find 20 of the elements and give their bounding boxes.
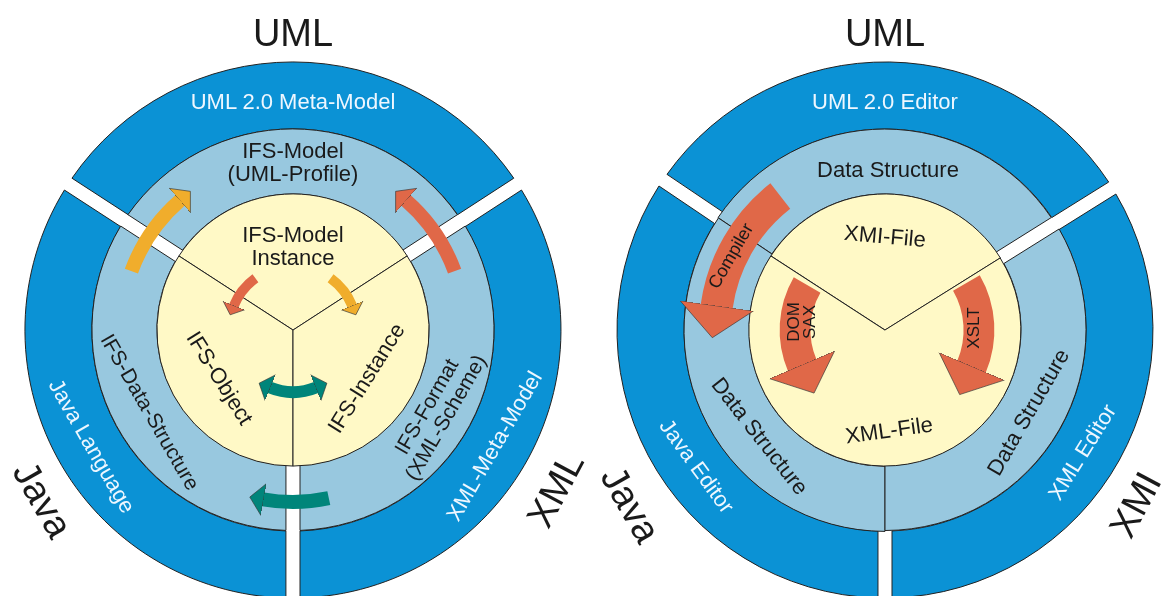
segment-label: XMI-File <box>843 220 927 252</box>
outer-label: UML <box>844 14 926 54</box>
outer-label: UML <box>252 14 334 54</box>
curved-arrow <box>249 483 330 516</box>
segment-label: UML 2.0 Meta-Model <box>190 90 396 114</box>
ring-segment <box>72 62 514 215</box>
curved-arrow <box>125 188 192 274</box>
curved-arrow <box>394 188 461 274</box>
segment-label: IFS-Model (UML-Profile) <box>227 138 359 186</box>
segment-label: UML 2.0 Editor <box>812 90 958 114</box>
edge-label: XSLT <box>965 307 983 349</box>
curved-arrow <box>223 274 259 315</box>
ring-segment <box>666 62 1109 218</box>
segment-label: XML-File <box>843 412 935 448</box>
segment-label: IFS-Model Instance <box>242 222 344 270</box>
segment-label: Data Structure <box>817 158 959 182</box>
outer-label: XMI <box>1102 465 1170 545</box>
curved-arrow <box>680 184 791 338</box>
curved-arrow <box>327 274 363 315</box>
edge-label: DOM SAX <box>785 302 819 342</box>
